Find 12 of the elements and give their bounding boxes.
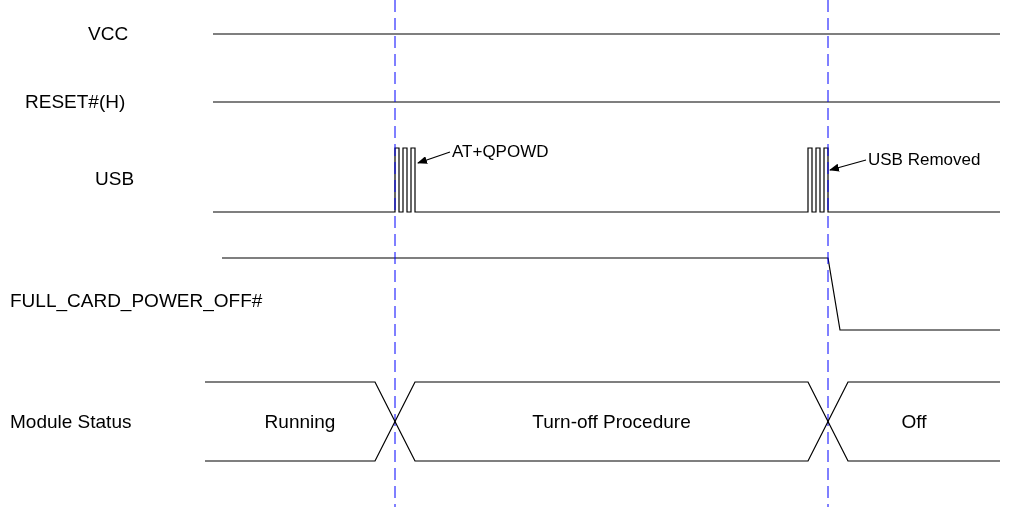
status-label: Turn-off Procedure: [531, 410, 692, 433]
signal-name: RESET#(H): [25, 91, 126, 113]
callout-label: USB Removed: [868, 150, 981, 170]
signal-name: VCC: [88, 23, 129, 45]
signal-name: FULL_CARD_POWER_OFF#: [10, 290, 263, 312]
signal-name: Module Status: [10, 411, 132, 433]
status-label: Off: [900, 410, 928, 433]
status-label: Running: [263, 410, 337, 433]
leader-line: [417, 151, 451, 164]
callout-label: AT+QPOWD: [452, 142, 549, 162]
signal-name: USB: [95, 168, 135, 190]
leader-line: [829, 159, 867, 172]
